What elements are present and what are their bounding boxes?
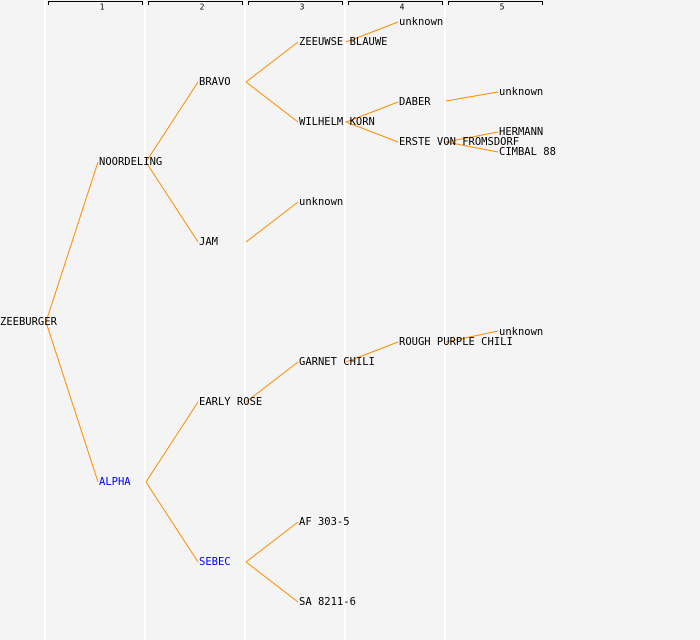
- edge: [344, 101, 399, 143]
- node-wilhelm-korn[interactable]: WILHELM KORN: [299, 116, 375, 128]
- edge: [345, 341, 399, 363]
- node-zeeburger[interactable]: ZEEBURGER: [0, 316, 58, 328]
- node-unknown: unknown: [499, 86, 543, 98]
- edge: [145, 81, 199, 243]
- edge: [445, 330, 499, 343]
- node-unknown: unknown: [299, 196, 343, 208]
- node-sebec[interactable]: SEBEC: [199, 556, 231, 568]
- generation-label-5: 5: [500, 3, 505, 12]
- generation-label-2: 2: [200, 3, 205, 12]
- generation-label-3: 3: [300, 3, 305, 12]
- node-unknown: unknown: [499, 326, 543, 338]
- node-jam[interactable]: JAM: [199, 236, 218, 248]
- generation-label-4: 4: [400, 3, 405, 12]
- node-af-303-5[interactable]: AF 303-5: [299, 516, 350, 528]
- edge: [45, 161, 99, 483]
- edge: [245, 361, 299, 403]
- node-erste-von-fromsdorf[interactable]: ERSTE VON FROMSDORF: [399, 136, 519, 148]
- node-alpha[interactable]: ALPHA: [99, 476, 131, 488]
- edge: [245, 201, 299, 243]
- edges: [45, 21, 499, 603]
- node-noordeling[interactable]: NOORDELING: [99, 156, 162, 168]
- generation-label-1: 1: [100, 3, 105, 12]
- node-unknown: unknown: [399, 16, 443, 28]
- header-bracket: [148, 1, 243, 5]
- node-rough-purple-chili[interactable]: ROUGH PURPLE CHILI: [399, 336, 513, 348]
- column-separators: [44, 0, 446, 640]
- header-bracket: [448, 1, 543, 5]
- edge: [445, 91, 499, 102]
- node-zeeuwse-blauwe[interactable]: ZEEUWSE BLAUWE: [299, 36, 388, 48]
- edge: [445, 131, 499, 153]
- node-garnet-chili[interactable]: GARNET CHILI: [299, 356, 375, 368]
- node-bravo[interactable]: BRAVO: [199, 76, 231, 88]
- node-cimbal-88[interactable]: CIMBAL 88: [499, 146, 556, 158]
- header-bracket: [248, 1, 343, 5]
- edge: [245, 41, 299, 123]
- header-bracket: [48, 1, 143, 5]
- nodes: ZEEBURGER NOORDELING ALPHA BRAVO JAM EAR…: [0, 16, 556, 608]
- node-hermann[interactable]: HERMANN: [499, 126, 543, 138]
- edge: [145, 401, 199, 563]
- edge: [345, 21, 399, 43]
- generation-headers: 1 2 3 4 5: [48, 1, 543, 12]
- node-daber[interactable]: DABER: [399, 96, 431, 108]
- edge: [245, 521, 299, 603]
- node-early-rose[interactable]: EARLY ROSE: [199, 396, 262, 408]
- node-sa-8211-6[interactable]: SA 8211-6: [299, 596, 356, 608]
- header-bracket: [348, 1, 443, 5]
